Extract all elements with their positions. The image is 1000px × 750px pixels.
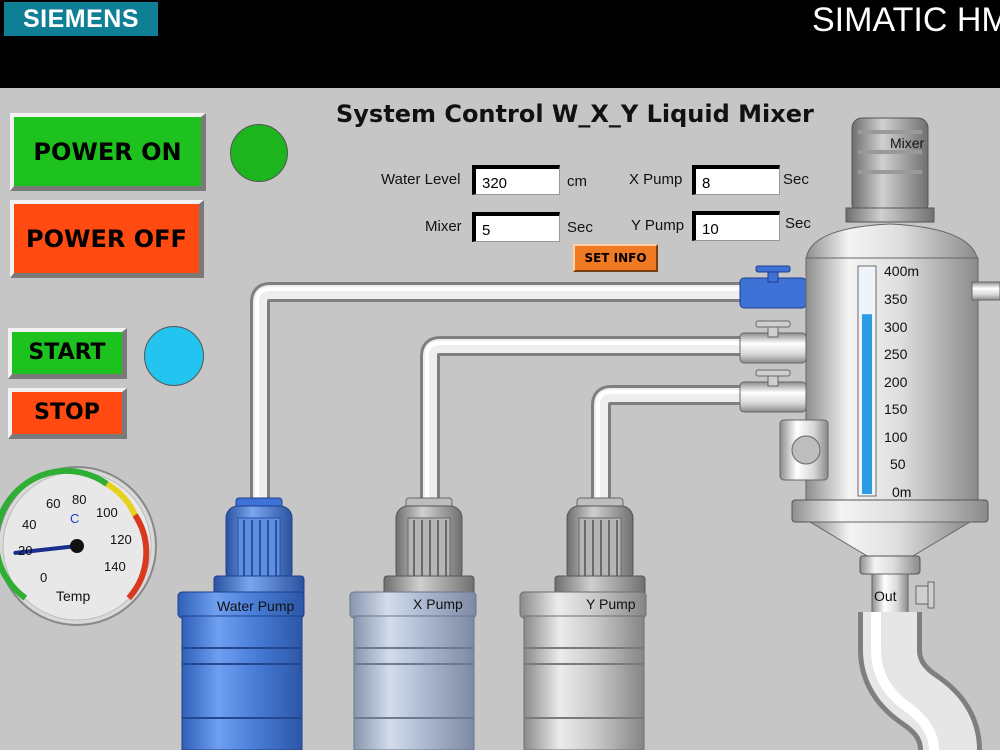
- gauge-tick-120: 120: [110, 532, 132, 547]
- water-valve[interactable]: [739, 265, 807, 309]
- water-pump-label: Water Pump: [217, 598, 295, 614]
- x-pump-time-label: X Pump: [629, 171, 683, 188]
- power-on-button[interactable]: POWER ON: [10, 113, 206, 191]
- gauge-tick-40: 40: [22, 517, 37, 532]
- gauge-unit: C: [70, 511, 80, 526]
- gauge-tick-20: 20: [18, 543, 33, 558]
- header-bar: SIEMENS SIMATIC HMI: [0, 0, 1000, 88]
- water-level-label: Water Level: [381, 171, 461, 188]
- gauge-tick-0: 0: [40, 570, 48, 585]
- y-pump[interactable]: [519, 497, 647, 750]
- gauge-tick-80: 80: [72, 492, 87, 507]
- stop-button[interactable]: STOP: [8, 388, 127, 439]
- mixer-tank: [779, 117, 1000, 750]
- page-title: System Control W_X_Y Liquid Mixer: [336, 100, 814, 128]
- gauge-tick-60: 60: [46, 496, 61, 511]
- y-pump-pipe: [591, 385, 745, 505]
- power-off-label: POWER OFF: [26, 225, 187, 253]
- y-pump-valve[interactable]: [739, 369, 807, 413]
- tank-level-fill: [862, 314, 872, 494]
- power-on-label: POWER ON: [33, 138, 182, 166]
- x-pump[interactable]: [349, 497, 477, 750]
- y-pump-time-field[interactable]: 10: [692, 211, 780, 241]
- gauge-tick-140: 140: [104, 559, 126, 574]
- gauge-label: Temp: [56, 588, 91, 604]
- siemens-logo: SIEMENS: [4, 2, 158, 36]
- temp-gauge: [0, 466, 157, 626]
- out-label: Out: [874, 588, 897, 604]
- gauge-needle: [13, 544, 79, 555]
- level-scale-400: 400m: [884, 263, 920, 279]
- run-indicator: [144, 326, 204, 386]
- x-pump-time-field[interactable]: 8: [692, 165, 780, 195]
- set-info-button[interactable]: SET INFO: [573, 244, 658, 272]
- y-pump-label: Y Pump: [586, 596, 636, 612]
- level-scale-0: 0m: [892, 484, 912, 500]
- mixer-time-label: Mixer: [425, 218, 462, 235]
- x-pump-valve[interactable]: [739, 320, 807, 364]
- water-pump[interactable]: [177, 497, 305, 750]
- gauge-tick-100: 100: [96, 505, 118, 520]
- power-off-button[interactable]: POWER OFF: [10, 200, 204, 278]
- level-scale-100: 100: [884, 429, 908, 445]
- x-pump-time-unit: Sec: [783, 171, 809, 188]
- mixer-motor-label: Mixer: [890, 135, 925, 151]
- water-pipe: [250, 282, 745, 510]
- start-label: START: [28, 340, 106, 365]
- power-indicator: [230, 124, 288, 182]
- level-scale-300: 300: [884, 319, 908, 335]
- product-title: SIMATIC HMI: [812, 1, 1000, 39]
- y-pump-time-label: Y Pump: [631, 217, 685, 234]
- level-scale-350: 350: [884, 291, 908, 307]
- water-level-field[interactable]: 320: [472, 165, 560, 195]
- start-button[interactable]: START: [8, 328, 127, 379]
- x-pump-pipe: [420, 336, 745, 505]
- mixer-time-field[interactable]: 5: [472, 212, 560, 242]
- level-scale-50: 50: [890, 456, 906, 472]
- mixer-time-unit: Sec: [567, 219, 593, 236]
- y-pump-time-unit: Sec: [785, 215, 811, 232]
- stop-label: STOP: [34, 400, 100, 425]
- level-scale-250: 250: [884, 346, 908, 362]
- x-pump-label: X Pump: [413, 596, 463, 612]
- level-scale-150: 150: [884, 401, 908, 417]
- water-level-unit: cm: [567, 173, 587, 190]
- level-scale-200: 200: [884, 374, 908, 390]
